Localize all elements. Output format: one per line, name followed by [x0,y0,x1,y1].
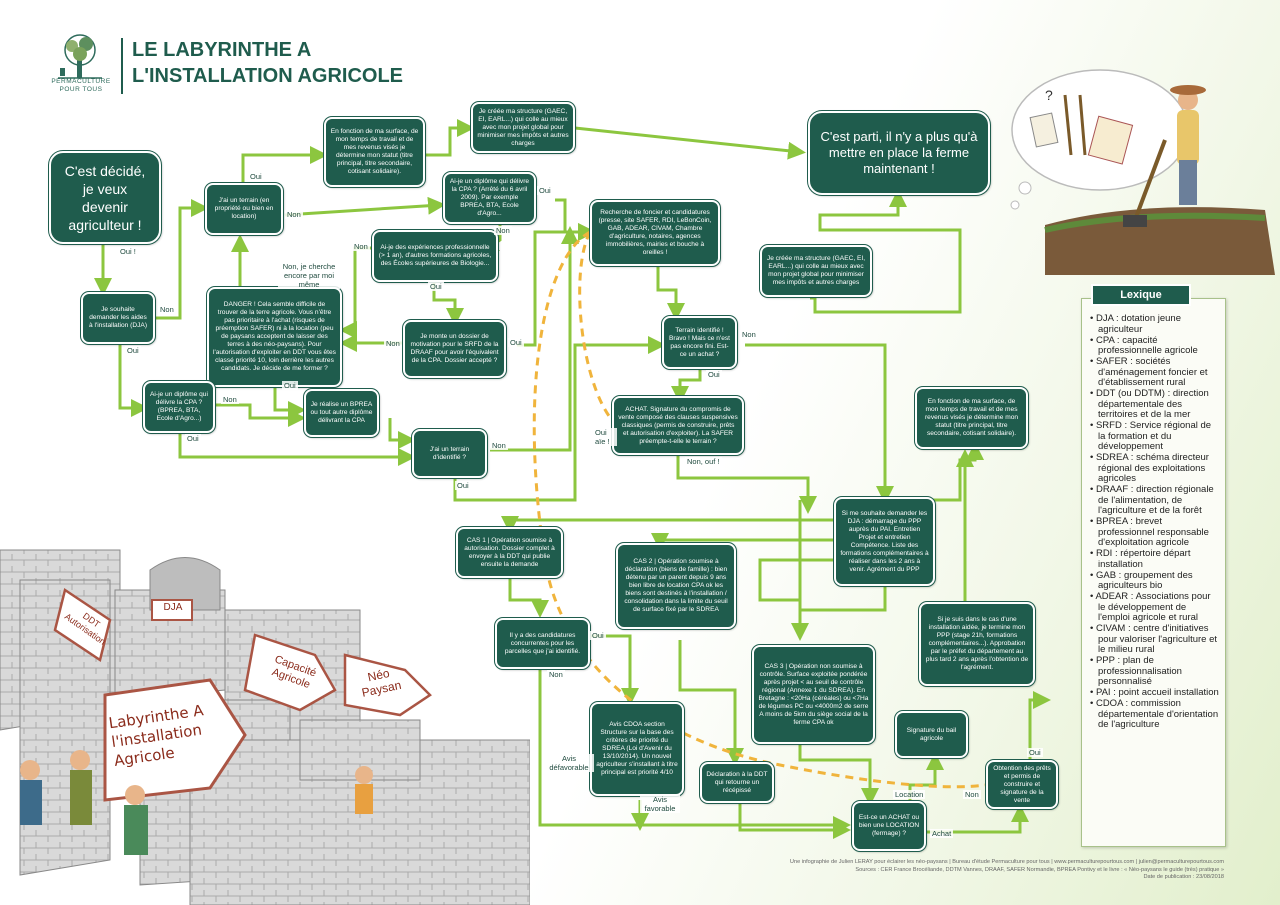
lexique-item: • PAI : point accueil installation [1090,687,1219,698]
lexique-item: • DRAAF : direction régionale de l'alime… [1090,484,1214,516]
lexique-item: • RDI : répertoire départ installation [1090,548,1191,570]
lexique-title: Lexique [1091,284,1191,306]
edge-label: Avis défavorable [544,754,594,772]
title-line1: LE LABYRINTHE A [132,39,312,61]
node-structure-top: Je créée ma structure (GAEC, EI, EARL...… [471,102,575,153]
edge-label: Achat [930,829,954,838]
footer: Une infographie de Julien LERAY pour écl… [640,859,1224,882]
page-title: LE LABYRINTHE A L'INSTALLATION AGRICOLE [132,37,403,89]
lexique-item: • SAFER : sociétés d'aménagement foncier… [1090,356,1208,388]
node-obtention-prets: Obtention des prêts et permis de constru… [986,760,1058,809]
node-diplome-cpa2: Ai-je un diplôme qui délivre la CPA ? (B… [143,381,215,433]
node-achat-location: Est-ce un ACHAT ou bien une LOCATION (fe… [852,801,926,851]
node-danger: DANGER ! Cela semble difficile de trouve… [207,287,342,387]
node-achat: ACHAT. Signature du compromis de vente c… [612,396,744,455]
lexique-panel [1081,298,1226,847]
node-terrain-identifie: Terrain identifié ! Bravo ! Mais ce n'es… [662,316,737,369]
node-experiences: Ai-je des expériences professionnelle (>… [372,230,498,282]
edge-label: Oui [248,172,264,181]
node-bprea: Je réalise un BPREA ou tout autre diplôm… [304,389,379,437]
edge-label: Non, je cherche encore par moi même [278,262,340,289]
logo-line1: PERMACULTURE [51,78,111,85]
lexique-item: • SRFD : Service régional de la formatio… [1090,420,1212,452]
edge-label: Avis favorable [640,795,680,813]
logo-line2: POUR TOUS [59,86,103,93]
sign-dja: DJA [163,602,183,613]
edge-label: Oui [706,370,722,379]
node-cdoa: Avis CDOA section Structure sur la base … [590,702,684,796]
lexique-list: • DJA : dotation jeune agriculteur • CPA… [1090,313,1220,731]
lexique-item: • CIVAM : centre d'initiatives pour valo… [1090,623,1218,655]
node-recherche: Recherche de foncier et candidatures (pr… [590,200,720,266]
title-line2: L'INSTALLATION AGRICOLE [132,65,404,87]
lexique-item: • ADEAR : Associations pour le développe… [1090,591,1211,623]
node-cas3: CAS 3 | Opération non soumise à contrôle… [752,645,875,744]
node-candidatures: Il y a des candidatures concurrentes pou… [495,618,590,669]
edge-label: Non [352,242,370,251]
node-revenus-top: En fonction de ma surface, de mon temps … [324,117,425,187]
edge-label: Non [384,339,402,348]
header-divider [121,38,123,94]
edge-label: Oui [590,631,606,640]
edge-label: Location [893,790,926,799]
edge-label: Oui aïe ! [593,428,617,446]
edge-label: Non [285,210,303,219]
edge-label: Oui ! [118,247,138,256]
tree-logo-icon [50,32,110,98]
edge-label: Oui [1027,748,1043,757]
node-cas2: CAS 2 | Opération soumise à déclaration … [616,543,736,629]
lexique-item: • GAB : groupement des agriculteurs bio [1090,569,1193,591]
edge-label: Non [547,670,565,679]
footer-line2: Sources : CER France Brocéliande, DDTM V… [855,866,1224,873]
lexique-item: • DDT (ou DDTM) : direction départementa… [1090,388,1209,420]
end-node: C'est parti, il n'y a plus qu'à mettre e… [808,111,990,195]
lexique-item: • PPP : plan de professionnalisation per… [1090,655,1182,687]
edge-label: Oui [428,282,444,291]
node-terrain-identifie-q: J'ai un terrain d'identifié ? [412,429,487,478]
node-declaration-ddt: Déclaration à la DDT qui retourne un réc… [700,762,774,803]
lexique-item: • CDOA : commission départementale d'ori… [1090,698,1219,730]
node-installation-aidee: Si je suis dans le cas d'une installatio… [919,602,1035,686]
footer-line3: Date de publication : 23/08/2018 [1143,874,1224,880]
edge-label: Non [221,395,239,404]
node-revenus-right: En fonction de ma surface, de mon temps … [915,387,1028,449]
edge-label: Oui [125,346,141,355]
node-terrain: J'ai un terrain (en propriété ou bien en… [205,183,283,235]
node-dossier-srfd: Je monte un dossier de motivation pour l… [403,320,506,378]
edge-label: Oui [185,434,201,443]
footer-line1: Une infographie de Julien LERAY pour écl… [789,859,1224,865]
farmer-illustration: ? [1010,69,1275,275]
node-diplome-cpa: Ai-je un diplôme qui délivre la CPA ? (A… [443,172,536,224]
edge-label: Non [490,441,508,450]
lexique-item: • DJA : dotation jeune agriculteur [1090,313,1181,335]
edge-label: Oui [455,481,471,490]
node-cas1: CAS 1 | Opération soumise à autorisation… [456,527,563,578]
logo-text: PERMACULTURE POUR TOUS [49,78,113,94]
node-demander-aides: Je souhaite demander les aides à l'insta… [81,292,155,344]
lexique-item: • BPREA : brevet professionnel responsab… [1090,516,1209,548]
node-dja-ppp: Si me souhaite demander les DJA : démarr… [834,497,935,586]
edge-label: Non [494,226,512,235]
edge-label: Oui [508,338,524,347]
edge-label: Oui [282,381,298,390]
edge-label: Non [740,330,758,339]
svg-text:?: ? [1045,87,1053,103]
edge-label: Oui [537,186,553,195]
node-structure-right: Je créée ma structure (GAEC, EI, EARL...… [760,245,872,297]
lexique-item: • SDREA : schéma directeur régional des … [1090,452,1209,484]
node-signature-bail: Signature du bail agricole [895,711,968,758]
edge-label: Non [963,790,981,799]
labyrinth-illustration [0,549,530,905]
edge-label: Non, ouf ! [685,457,722,466]
lexique-item: • CPA : capacité professionnelle agricol… [1090,334,1198,356]
edge-label: Non [158,305,176,314]
start-node: C'est décidé, je veux devenir agriculteu… [49,151,161,244]
